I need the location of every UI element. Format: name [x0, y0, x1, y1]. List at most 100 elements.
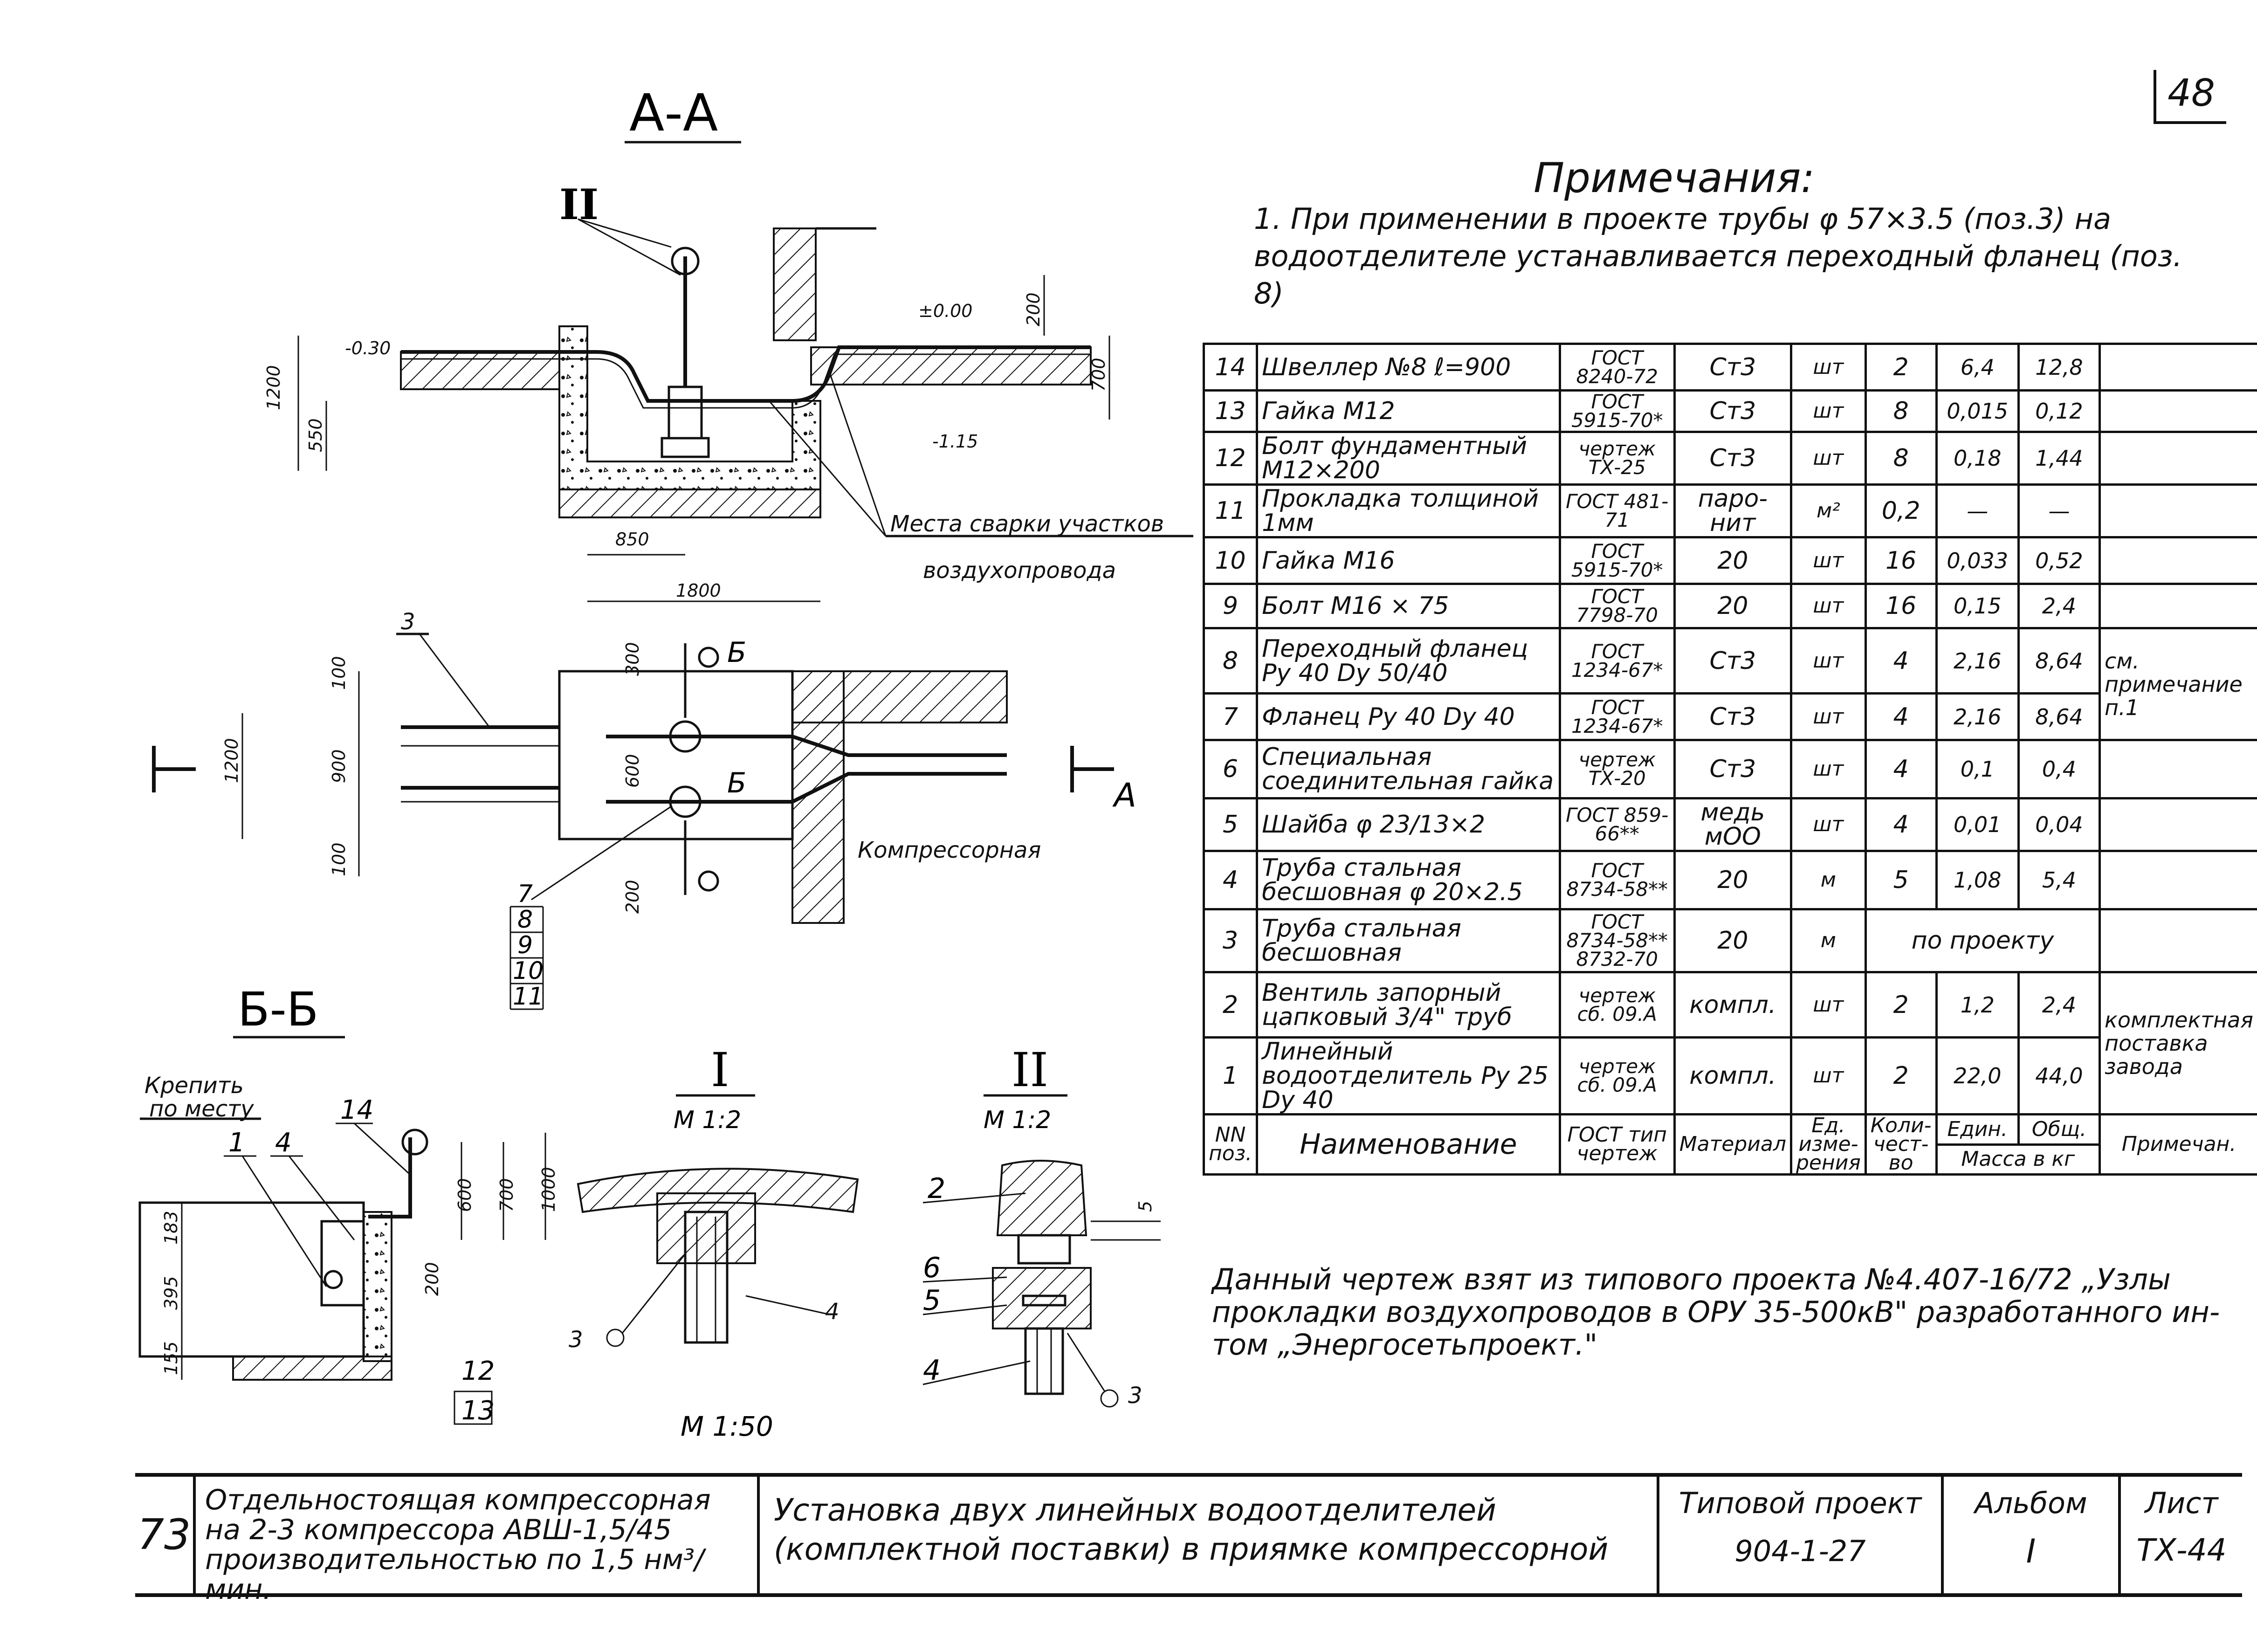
plan-callout-11: 11 [513, 983, 544, 1011]
spec-cell-note: см. примечание п.1 [2099, 627, 2257, 741]
spec-cell-m2: 0,52 [2017, 536, 2101, 585]
spec-cell-m2: 2,4 [2017, 971, 2101, 1039]
dim-bb-1000: 1000 [538, 1167, 559, 1212]
spec-cell-gost: ГОСТ 7798-70 [1558, 583, 1676, 629]
plan-callout-3: 3 [401, 609, 415, 635]
spec-cell-qty: по проекту [1864, 908, 2101, 973]
spec-cell-m2: 5,4 [2017, 850, 2101, 910]
spec-cell-gost: чертеж сб. 09.А [1558, 1036, 1676, 1115]
notes-title: Примечания: [1534, 154, 1815, 202]
tb-project-label: Типовой проект [1679, 1486, 1922, 1520]
level-zero: ±0.00 [918, 301, 972, 321]
spec-cell-m1: 0,033 [1935, 536, 2020, 585]
spec-cell-unit: шт [1789, 431, 1867, 486]
spec-cell-name: Болт М16 × 75 [1256, 583, 1561, 629]
spec-cell-mat: компл. [1673, 971, 1792, 1039]
sheet-number: 48 [2154, 70, 2226, 124]
node-1-scale: М 1:2 [674, 1106, 741, 1134]
node-1-weld: 3 [569, 1327, 583, 1353]
spec-cell-name: Труба стальная бесшовная [1256, 908, 1561, 973]
spec-cell-unit: м² [1789, 483, 1867, 538]
spec-cell-unit: шт [1789, 1036, 1867, 1115]
spec-cell-gost: чертеж ТХ-20 [1558, 739, 1676, 799]
spec-cell-qty: 4 [1864, 627, 1938, 695]
spec-cell-pos: 12 [1202, 431, 1259, 486]
dim-plan-900: 900 [329, 749, 349, 783]
spec-header-mat: Материал [1673, 1113, 1792, 1176]
spec-cell-note [2099, 850, 2257, 910]
welding-label: Места сварки участков [890, 511, 1164, 537]
spec-cell-gost: ГОСТ 8734-58** [1558, 850, 1676, 910]
spec-cell-pos: 2 [1202, 971, 1259, 1039]
spec-cell-unit: шт [1789, 797, 1867, 852]
tb-drawing-title: Установка двух линейных водоотделителей … [774, 1492, 1609, 1567]
node-ii: II М 1:2 5 2 6 5 4 3 [922, 1043, 1161, 1409]
tb-album-value: I [2026, 1532, 2036, 1570]
welding-label-2: воздухопровода [923, 558, 1116, 584]
dim-aa-850: 850 [615, 529, 649, 550]
spec-cell-gost: ГОСТ 8240-72 [1558, 343, 1676, 392]
spec-cell-mat: 20 [1673, 583, 1792, 629]
spec-cell-mat: Ст3 [1673, 739, 1792, 799]
spec-cell-pos: 1 [1202, 1036, 1259, 1115]
spec-cell-mat: Ст3 [1673, 627, 1792, 695]
plan-callout-10: 10 [513, 957, 544, 985]
plan-callout-9: 9 [517, 931, 533, 959]
dim-plan-100a: 100 [329, 656, 349, 690]
tb-album-label: Альбом [1975, 1486, 2087, 1520]
spec-cell-name: Шайба φ 23/13×2 [1256, 797, 1561, 852]
spec-header-qty: Коли- чест- во [1864, 1113, 1938, 1176]
spec-cell-name: Фланец Ру 40 Dу 40 [1256, 692, 1561, 741]
tb-sheet-cell: Лист ТХ-44 [2121, 1477, 2242, 1593]
dim-plan-300: 300 [622, 642, 643, 676]
spec-cell-pos: 11 [1202, 483, 1259, 538]
spec-cell-qty: 16 [1864, 583, 1938, 629]
dim-bb-183: 183 [161, 1211, 181, 1245]
spec-cell-m2: 0,04 [2017, 797, 2101, 852]
spec-cell-m2: 1,44 [2017, 431, 2101, 486]
spec-cell-unit: шт [1789, 692, 1867, 741]
spec-cell-gost: ГОСТ 1234-67* [1558, 627, 1676, 695]
spec-cell-qty: 2 [1864, 1036, 1938, 1115]
dim-plan-600: 600 [622, 754, 643, 788]
spec-cell-note [2099, 389, 2257, 433]
spec-cell-m1: 2,16 [1935, 692, 2020, 741]
dim-aa-550: 550 [305, 418, 326, 452]
spec-cell-m1: 0,01 [1935, 797, 2020, 852]
node-2-title: II [1012, 1043, 1048, 1097]
spec-cell-qty: 8 [1864, 389, 1938, 433]
level-m115: -1.15 [932, 431, 978, 452]
dim-bb-700: 700 [496, 1178, 517, 1212]
tb-object: Отдельностоящая компрессорная на 2-3 ком… [205, 1484, 711, 1606]
bb-callout-14: 14 [340, 1095, 373, 1125]
compressor-room-label: Компрессорная [858, 837, 1041, 863]
spec-cell-pos: 6 [1202, 739, 1259, 799]
spec-cell-m2: 44,0 [2017, 1036, 2101, 1115]
tb-sheet-label: Лист [2145, 1486, 2218, 1520]
spec-cell-m2: 2,4 [2017, 583, 2101, 629]
spec-cell-gost: ГОСТ 481-71 [1558, 483, 1676, 538]
spec-header-m2: Общ. [2017, 1113, 2101, 1146]
spec-cell-m2: 8,64 [2017, 692, 2101, 741]
spec-cell-pos: 7 [1202, 692, 1259, 741]
spec-cell-m1: 1,08 [1935, 850, 2020, 910]
node-1-title: I [711, 1043, 729, 1097]
spec-cell-note: комплектная поставка завода [2099, 971, 2257, 1115]
source-note: Данный чертеж взят из типового проекта №… [1212, 1262, 2220, 1362]
spec-cell-unit: шт [1789, 971, 1867, 1039]
spec-cell-m1: 22,0 [1935, 1036, 2020, 1115]
spec-cell-m1: 0,15 [1935, 583, 2020, 629]
node-2-scale: М 1:2 [984, 1106, 1051, 1134]
spec-cell-unit: м [1789, 908, 1867, 973]
spec-cell-pos: 14 [1202, 343, 1259, 392]
node-2-weld: 3 [1128, 1383, 1142, 1409]
